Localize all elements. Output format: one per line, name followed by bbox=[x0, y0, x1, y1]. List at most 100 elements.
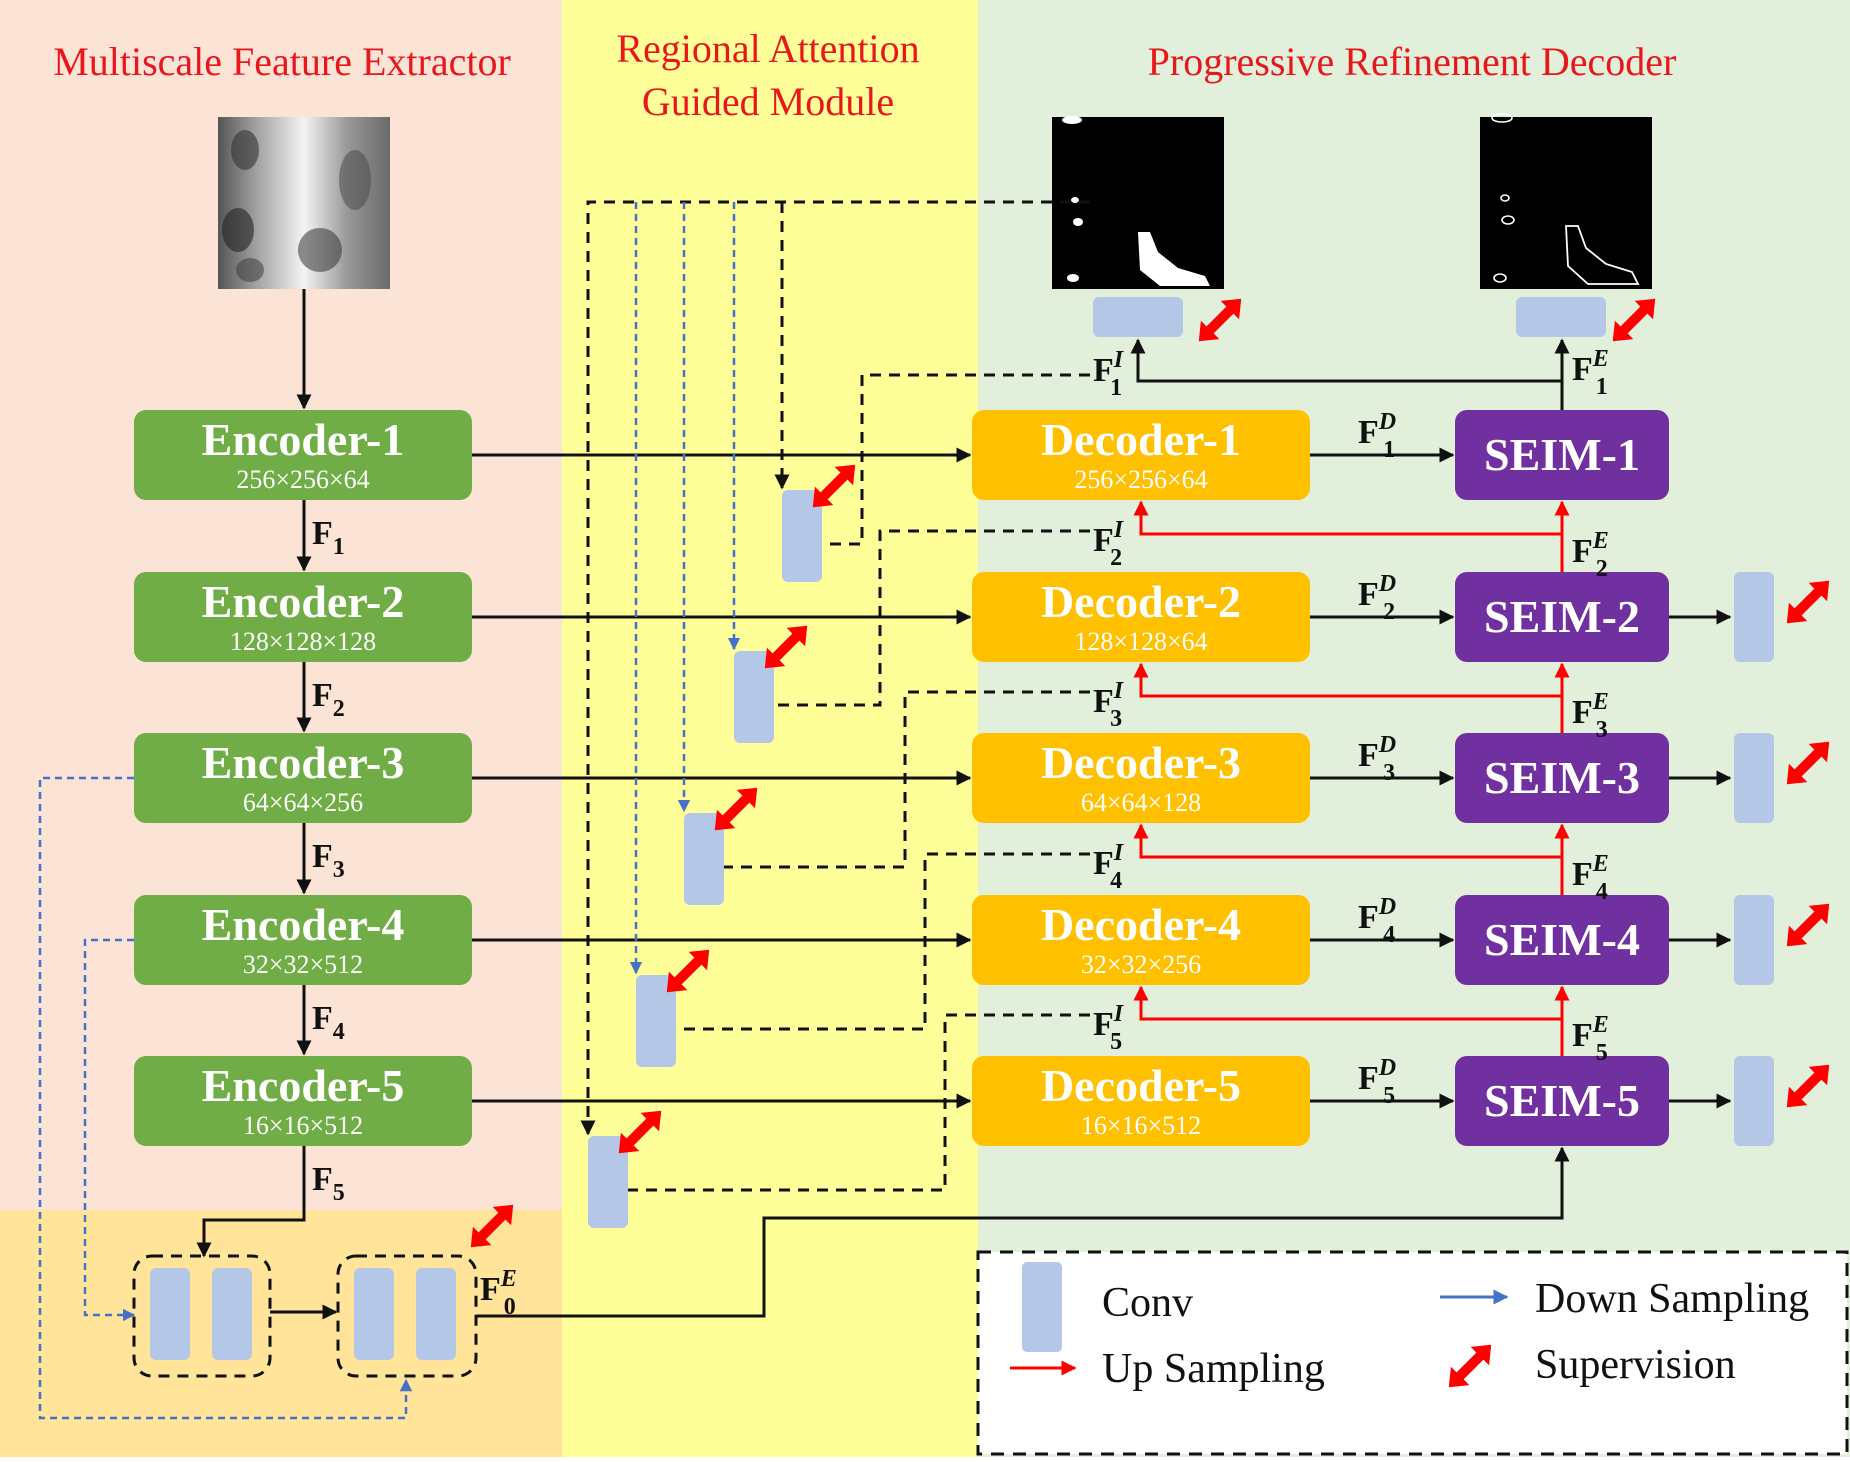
attention-conv-1 bbox=[782, 490, 822, 582]
attention-supervision-1-icon bbox=[812, 464, 856, 508]
connector-lines bbox=[38, 200, 1732, 1420]
encoder-5-label: Encoder-5 bbox=[202, 1060, 405, 1111]
seim-5-output-conv bbox=[1734, 1056, 1774, 1146]
seim-2-label: SEIM-2 bbox=[1484, 591, 1640, 642]
up-to-decoder4-arrow bbox=[1133, 985, 1562, 1021]
input-image bbox=[218, 117, 390, 289]
decoder-5-block bbox=[972, 1056, 1310, 1146]
F1I-to-mask-arrow bbox=[1130, 338, 1564, 410]
decoder-3-block bbox=[972, 733, 1310, 823]
legend-supervision-label: Supervision bbox=[1535, 1342, 1736, 1388]
feature-F4: F4 bbox=[312, 1000, 345, 1045]
attention-conv-4 bbox=[636, 975, 676, 1067]
attention-supervision-2-icon bbox=[764, 625, 808, 669]
decoder-3-dims: 64×64×128 bbox=[1081, 788, 1201, 817]
encoder-4-block bbox=[134, 895, 472, 985]
fusion-supervision-icon bbox=[470, 1204, 514, 1248]
seim-4-supervision-icon bbox=[1786, 903, 1830, 947]
edge-supervision-icon bbox=[1612, 298, 1656, 342]
up-to-decoder3-arrow bbox=[1133, 823, 1562, 859]
feedback-F5I-line bbox=[608, 1013, 1090, 1198]
seim-3-supervision-icon bbox=[1786, 741, 1830, 785]
encoder-2-label: Encoder-2 bbox=[202, 576, 405, 627]
decoder-2-label: Decoder-2 bbox=[1041, 576, 1241, 627]
seim-1-block bbox=[1455, 410, 1669, 500]
encoder-3-label: Encoder-3 bbox=[202, 737, 405, 788]
legend-conv-swatch bbox=[1022, 1262, 1062, 1352]
legend-supervision-icon bbox=[1448, 1344, 1492, 1388]
decoder-3-label: Decoder-3 bbox=[1041, 737, 1241, 788]
decoder-1-dims: 256×256×64 bbox=[1074, 465, 1207, 494]
feedback-F4I-line bbox=[656, 852, 1090, 1037]
encoder-5-block bbox=[134, 1056, 472, 1146]
encoder-2-dims: 128×128×128 bbox=[230, 627, 376, 656]
fusion-group-2 bbox=[336, 1254, 478, 1378]
seim-2-output-conv bbox=[1734, 572, 1774, 662]
seim-3-label: SEIM-3 bbox=[1484, 752, 1640, 803]
up-to-decoder2-arrow bbox=[1133, 662, 1562, 698]
seim-4-block bbox=[1455, 895, 1669, 985]
feedback-F3I-line bbox=[704, 690, 1090, 875]
decoder-5-label: Decoder-5 bbox=[1041, 1060, 1241, 1111]
decoder-4-block bbox=[972, 895, 1310, 985]
decoder-4-label: Decoder-4 bbox=[1041, 899, 1241, 950]
encoder-3-block bbox=[134, 733, 472, 823]
encoder-1-dims: 256×256×64 bbox=[236, 465, 369, 494]
fusion-1-conv-a bbox=[150, 1268, 190, 1360]
up-to-decoder1-arrow bbox=[1133, 500, 1562, 536]
bottom-fusion-panel bbox=[0, 1210, 562, 1457]
feedback-F2I-line bbox=[754, 529, 1090, 713]
decoder-1-label: Decoder-1 bbox=[1041, 414, 1241, 465]
fusion-1-conv-b bbox=[212, 1268, 252, 1360]
encoder-4-label: Encoder-4 bbox=[202, 899, 405, 950]
seim-5-label: SEIM-5 bbox=[1484, 1075, 1640, 1126]
attention-title-line1: Regional Attention bbox=[616, 26, 919, 71]
encoder-5-dims: 16×16×512 bbox=[243, 1111, 363, 1140]
encoder-2-block bbox=[134, 572, 472, 662]
seim-5-block bbox=[1455, 1056, 1669, 1146]
seim-2-block bbox=[1455, 572, 1669, 662]
encoder-4-dims: 32×32×512 bbox=[243, 950, 363, 979]
extractor-title: Multiscale Feature Extractor bbox=[53, 39, 511, 84]
encoder-1-label: Encoder-1 bbox=[202, 414, 405, 465]
attention-supervision-5-icon bbox=[618, 1110, 662, 1154]
attention-title-line2: Guided Module bbox=[642, 79, 894, 124]
feedback-F1I-line bbox=[802, 373, 1090, 552]
seim-3-output-conv bbox=[1734, 733, 1774, 823]
feature-F2: F2 bbox=[312, 677, 345, 722]
seim-3-block bbox=[1455, 733, 1669, 823]
encoder4-downsample-to-fusion1 bbox=[83, 938, 136, 1322]
legend-up-label: Up Sampling bbox=[1102, 1346, 1325, 1392]
seim-5-supervision-icon bbox=[1786, 1064, 1830, 1108]
legend-supervision-shape bbox=[1448, 1344, 1492, 1388]
attention-supervision-4-icon bbox=[666, 949, 710, 993]
decoder-5-dims: 16×16×512 bbox=[1081, 1111, 1201, 1140]
feature-F1: F1 bbox=[312, 515, 345, 560]
seim-4-output-conv bbox=[1734, 895, 1774, 985]
fusion-2-conv-b bbox=[416, 1268, 456, 1360]
feature-F5: F5 bbox=[312, 1161, 345, 1206]
legend-frame bbox=[976, 1250, 1849, 1456]
legend-down-label: Down Sampling bbox=[1535, 1276, 1809, 1322]
legend: Conv Down Sampling Up Sampling Supervisi… bbox=[976, 1250, 1849, 1456]
encoder-1-block bbox=[134, 410, 472, 500]
mask-guide-line-to-conv5 bbox=[580, 200, 1052, 1136]
decoder-1-block bbox=[972, 410, 1310, 500]
decoder-2-dims: 128×128×64 bbox=[1074, 627, 1207, 656]
mask-output-image bbox=[1052, 116, 1224, 289]
